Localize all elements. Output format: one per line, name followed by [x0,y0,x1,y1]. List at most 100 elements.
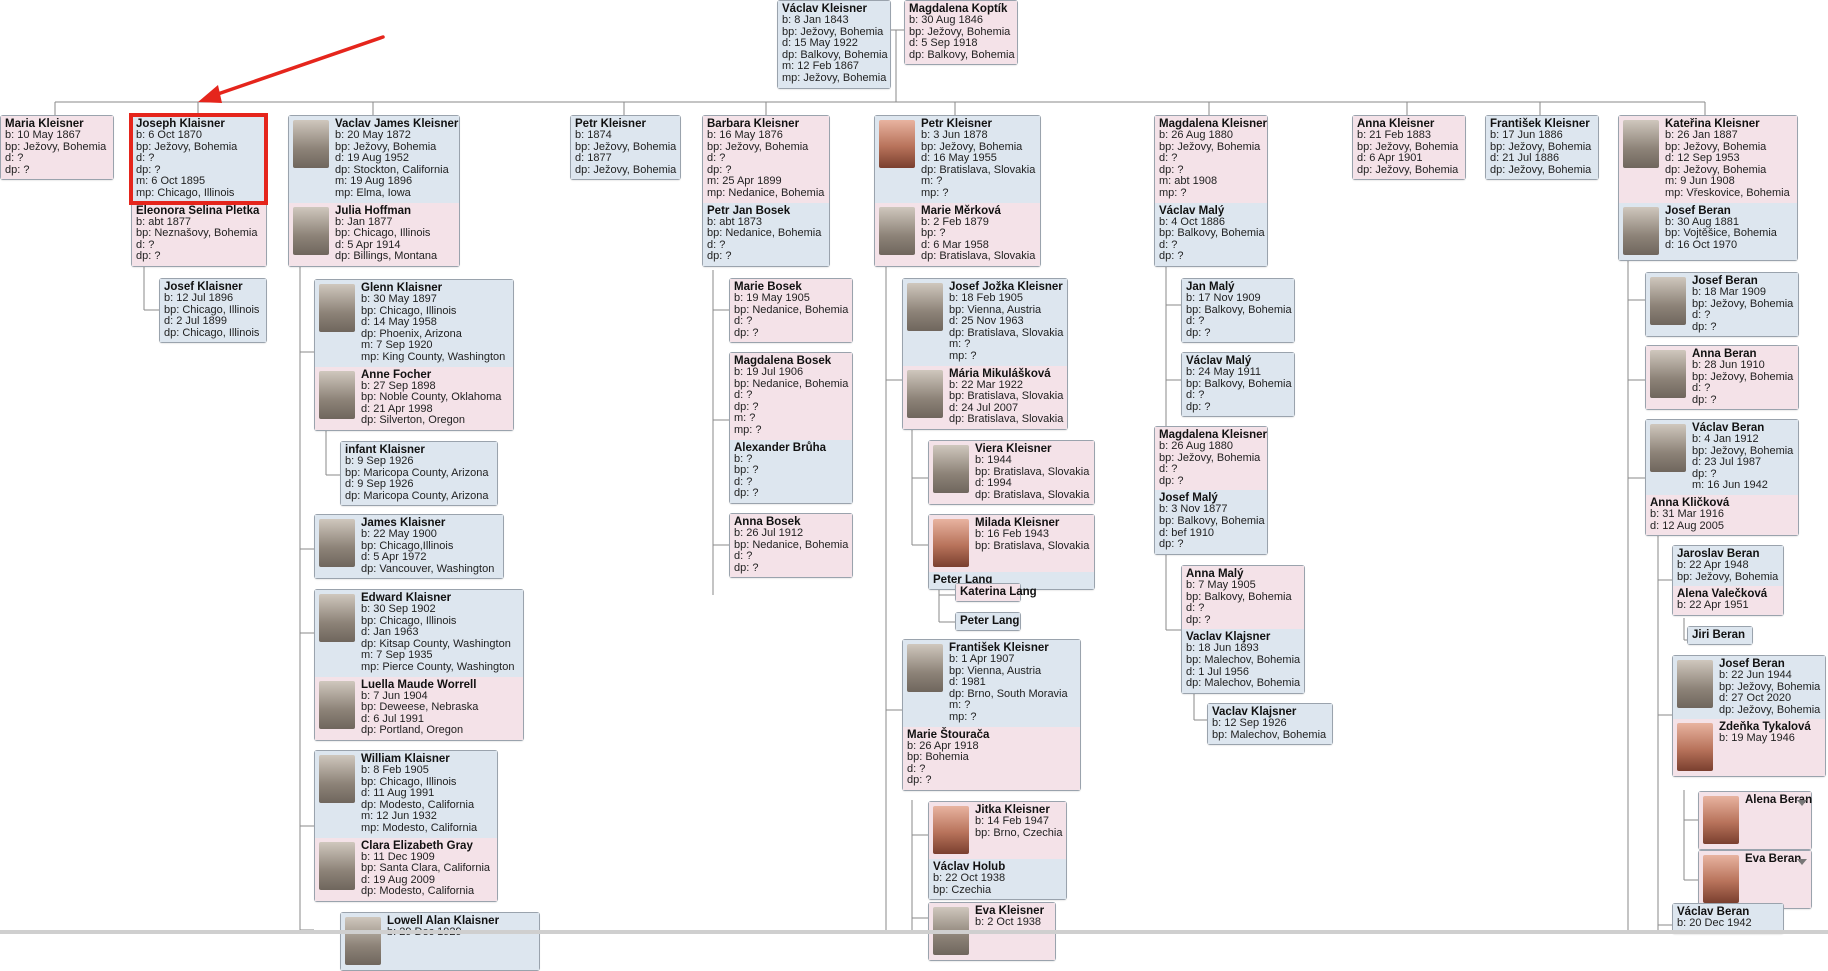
person-card[interactable]: Alena Beran [1698,791,1812,850]
dropdown-arrow-icon[interactable] [1797,800,1807,806]
person-card[interactable]: Peter Lang [955,612,1021,631]
horizontal-scrollbar[interactable] [0,930,1828,934]
person-entry[interactable]: Alena Beran [1699,792,1812,849]
person-card[interactable]: Eva Beran [1698,850,1812,909]
dropdown-arrow-icon[interactable] [1797,859,1807,865]
person-entry[interactable]: Peter Lang [956,613,1020,630]
person-card[interactable]: Katerina Lang [955,583,1037,602]
person-entry[interactable]: Jiri Beran [1688,627,1752,644]
person-card[interactable]: Jiri Beran [1687,626,1753,645]
person-entry[interactable]: Eva Beran [1699,851,1811,908]
